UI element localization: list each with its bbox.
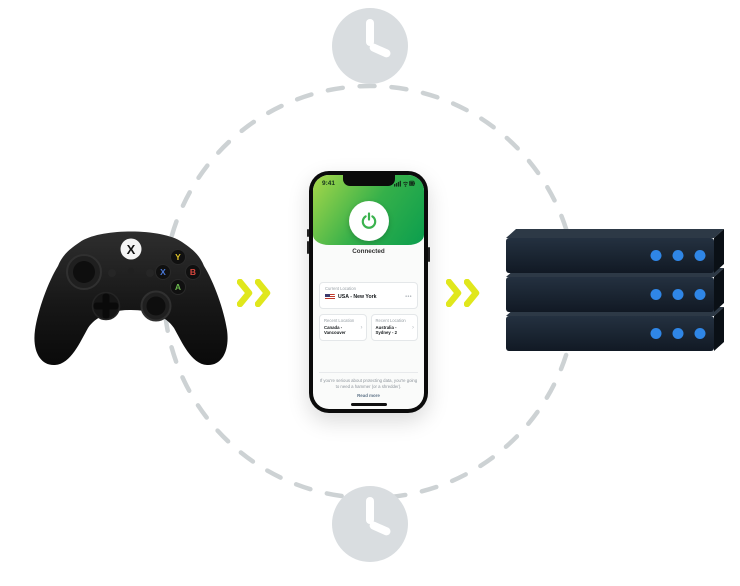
chevron-right-icon: › bbox=[360, 324, 363, 331]
button-x: X bbox=[160, 267, 166, 277]
server-unit bbox=[506, 229, 724, 273]
server-unit bbox=[506, 268, 724, 312]
home-indicator bbox=[350, 403, 387, 406]
battery-icon bbox=[409, 180, 415, 186]
phone-power-button bbox=[428, 247, 430, 262]
clock-hour-hand bbox=[368, 520, 392, 537]
tip-text: If you're serious about protecting data,… bbox=[319, 378, 418, 390]
status-icons bbox=[394, 180, 415, 187]
xbox-button: X bbox=[120, 238, 142, 260]
recent-location-value: Australia - Sydney - 2 bbox=[375, 324, 398, 335]
button-y: Y bbox=[175, 252, 181, 262]
server-leds bbox=[650, 289, 706, 300]
server-leds bbox=[650, 328, 706, 339]
current-location-label: Current Location bbox=[325, 286, 356, 291]
phone-notch bbox=[342, 175, 395, 186]
server-stack bbox=[506, 229, 724, 351]
phone-screen: 9:41 bbox=[313, 175, 424, 409]
ellipsis-icon: ••• bbox=[405, 293, 412, 300]
volume-down-button bbox=[307, 241, 309, 254]
double-chevron-right-icon bbox=[237, 279, 271, 307]
share-button bbox=[127, 267, 135, 275]
signal-icon bbox=[394, 180, 401, 187]
server-leds bbox=[650, 250, 706, 261]
dpad bbox=[91, 291, 121, 321]
chevron-right-icon: › bbox=[412, 324, 414, 331]
status-bar: 9:41 bbox=[313, 178, 424, 188]
tip-section: If you're serious about protecting data,… bbox=[319, 372, 418, 398]
volume-up-button bbox=[307, 229, 309, 237]
menu-button bbox=[146, 269, 154, 277]
recent-locations: Recent Location Canada - Vancouver › Rec… bbox=[319, 314, 418, 341]
smartphone: 9:41 bbox=[307, 171, 430, 413]
wifi-icon bbox=[402, 181, 409, 187]
recent-location-label: Recent Location bbox=[324, 318, 355, 323]
left-thumbstick bbox=[66, 254, 102, 290]
server-unit bbox=[506, 307, 724, 351]
clock-hour-hand bbox=[368, 42, 392, 59]
recent-location-card: Recent Location Australia - Sydney - 2 › bbox=[370, 314, 418, 341]
xbox-controller: X Y X B A bbox=[34, 231, 228, 366]
view-button bbox=[108, 269, 116, 277]
power-icon bbox=[361, 212, 376, 229]
us-flag-icon bbox=[325, 293, 335, 300]
recent-location-value: Canada - Vancouver bbox=[324, 324, 346, 335]
chevron-right-icon bbox=[464, 279, 480, 307]
chevron-right-icon bbox=[255, 279, 271, 307]
xbox-logo: X bbox=[127, 242, 136, 257]
recent-location-card: Recent Location Canada - Vancouver › bbox=[319, 314, 367, 341]
chevron-right-icon bbox=[237, 279, 253, 307]
read-more-link: Read more bbox=[357, 393, 380, 399]
clock-icon bbox=[332, 486, 408, 562]
clock-minute-hand bbox=[366, 497, 374, 524]
button-b: B bbox=[190, 267, 196, 277]
connection-status: Connected bbox=[352, 248, 385, 255]
clock-minute-hand bbox=[366, 19, 374, 46]
face-buttons: Y X B A bbox=[155, 249, 201, 295]
current-location-card: Current Location USA - New York ••• bbox=[319, 282, 418, 309]
right-thumbstick bbox=[140, 290, 172, 322]
button-a: A bbox=[175, 282, 181, 292]
status-time: 9:41 bbox=[322, 179, 336, 187]
vpn-power-button bbox=[348, 201, 389, 241]
current-location-value: USA - New York bbox=[338, 293, 377, 300]
clock-icon bbox=[332, 8, 408, 84]
chevron-right-icon bbox=[446, 279, 462, 307]
recent-location-label: Recent Location bbox=[375, 318, 406, 323]
double-chevron-right-icon bbox=[446, 279, 480, 307]
